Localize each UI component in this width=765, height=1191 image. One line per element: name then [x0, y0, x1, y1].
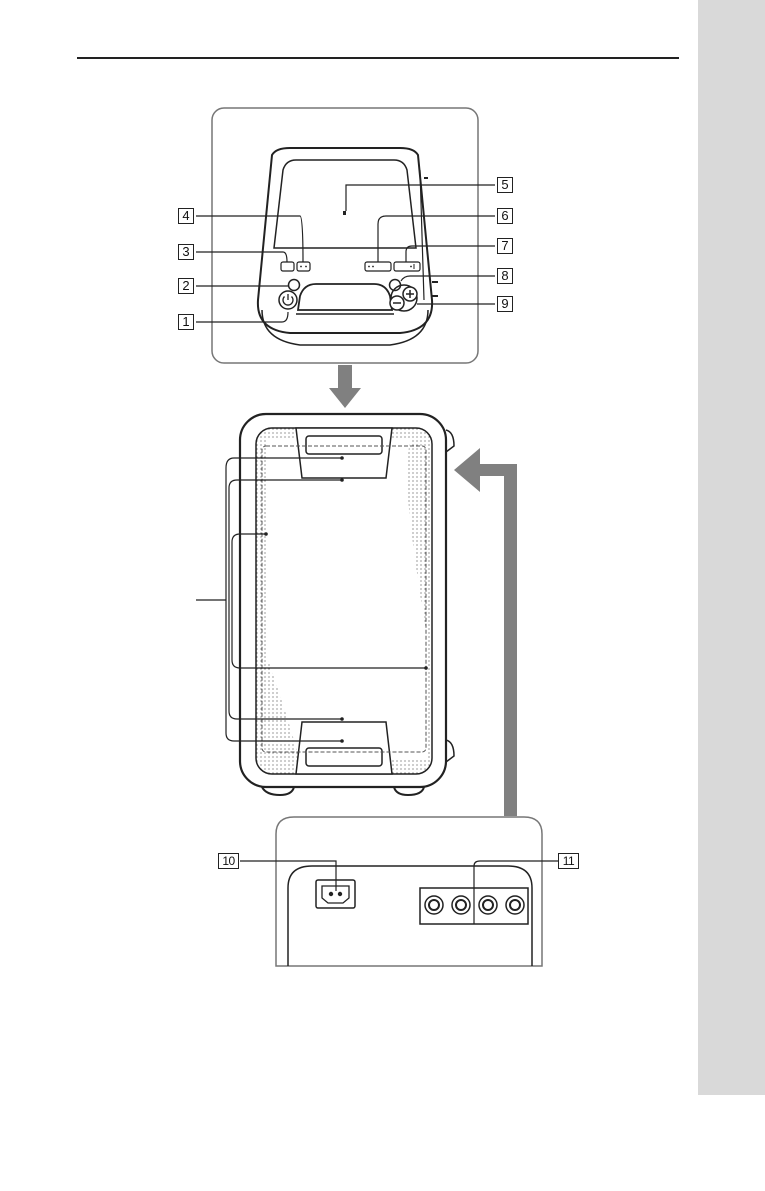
callout-6: 6 — [497, 208, 513, 224]
top-view — [196, 108, 495, 363]
callout-11: 11 — [558, 853, 579, 869]
up-arrow — [454, 448, 517, 816]
front-view — [196, 414, 454, 795]
callout-3: 3 — [178, 244, 194, 260]
callout-9: 9 — [497, 296, 513, 312]
down-arrow — [329, 365, 361, 408]
callout-8: 8 — [497, 268, 513, 284]
callout-1: 1 — [178, 314, 194, 330]
callout-4: 4 — [178, 208, 194, 224]
callout-7: 7 — [497, 238, 513, 254]
callout-2: 2 — [178, 278, 194, 294]
callout-5: 5 — [497, 177, 513, 193]
rear-view — [240, 817, 558, 966]
callout-10: 10 — [218, 853, 239, 869]
